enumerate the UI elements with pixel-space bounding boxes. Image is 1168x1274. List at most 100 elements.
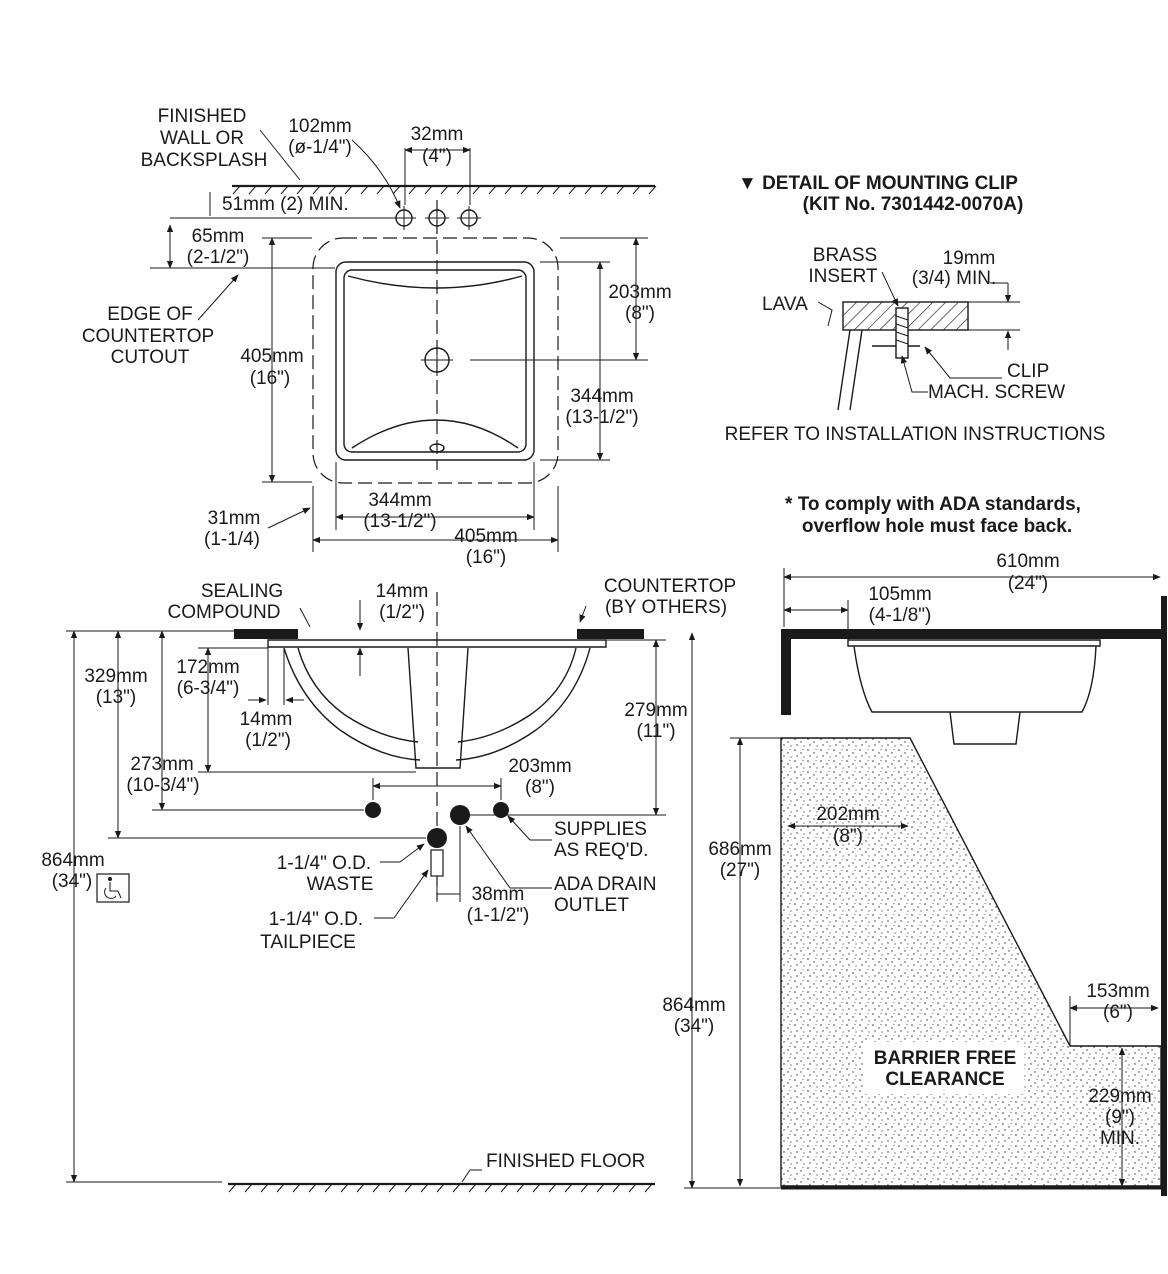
basin-front-curve (351, 419, 519, 449)
label-countertop-1: COUNTERTOP (604, 576, 736, 597)
dim-supply-height-mm: 273mm (130, 754, 193, 775)
dim-cutout-offset-mm: 65mm (192, 226, 245, 247)
label-countertop-2: (BY OTHERS) (605, 597, 727, 618)
dim-knee-depth-in: (8") (833, 826, 863, 847)
ada-note-2: overflow hole must face back. (802, 516, 1072, 537)
dim-supply-height-in: (10-3/4") (126, 775, 199, 796)
label-tailpiece-1: 1-1/4" O.D. (269, 909, 363, 930)
dim-rim-mm: 31mm (208, 508, 261, 529)
dim-clip-min-mm: 19mm (943, 248, 996, 269)
label-finished-floor: FINISHED FLOOR (486, 1151, 645, 1172)
dim-floor-height-mm: 864mm (41, 850, 104, 871)
supply-left (365, 802, 381, 818)
dim-rim-in: (1-1/4) (204, 529, 260, 550)
label-supplies-2: AS REQ'D. (554, 840, 648, 861)
tailpiece (430, 849, 444, 877)
clip-title: ▼ DETAIL OF MOUNTING CLIP (738, 173, 1018, 194)
label-tailpiece-2: TAILPIECE (260, 932, 356, 953)
dim-bowl-height-in: (6-3/4") (177, 678, 240, 699)
dim-overall-width-in: (16") (466, 547, 507, 568)
label-waste-2: WASTE (307, 874, 374, 895)
dim-tail-offset-in: (1-1/2") (467, 905, 530, 926)
supply-right (493, 802, 509, 818)
dim-toe-height-min: MIN. (1100, 1128, 1140, 1149)
label-ada-drain-1: ADA DRAIN (554, 874, 656, 895)
clip-detail: ▼ DETAIL OF MOUNTING CLIP (KIT No. 73014… (725, 173, 1106, 445)
dim-clip-min-in: (3/4) MIN. (912, 268, 996, 289)
dim-supply-spacing-mm: 203mm (508, 756, 571, 777)
side-sink-bowl (853, 645, 1097, 713)
label-sealing-1: SEALING (201, 581, 283, 602)
label-brass: BRASS (813, 245, 877, 266)
label-clearance-2: CLEARANCE (885, 1069, 1004, 1090)
basin-back-curve (347, 275, 523, 289)
side-view: 610mm (24") 105mm (4-1/8") 202mm (8") 68… (662, 551, 1167, 1196)
dim-knee-depth-mm: 202mm (816, 804, 879, 825)
side-apron (781, 629, 791, 715)
dim-side-floor-mm: 864mm (662, 995, 725, 1016)
dim-overall-height-mm: 279mm (624, 700, 687, 721)
label-supplies-1: SUPPLIES (554, 819, 647, 840)
dim-tail-offset-mm: 38mm (472, 884, 525, 905)
label-ada-drain-2: OUTLET (554, 895, 629, 916)
dim-knee-height-in: (27") (720, 860, 761, 881)
dim-drain-depth-in: (8") (625, 303, 655, 324)
dim-rim-thickness-in: (1/2") (245, 730, 291, 751)
label-sealing-2: COMPOUND (168, 602, 281, 623)
plan-view: FINISHED WALL OR BACKSPLASH 102mm (ø-1/4… (82, 106, 672, 568)
clip-kit: (KIT No. 7301442-0070A) (803, 194, 1024, 215)
dim-bowl-width-in: (13-1/2") (363, 511, 436, 532)
wheelchair-icon (96, 873, 130, 903)
dim-overall-width-mm: 405mm (454, 526, 517, 547)
wall-hatch (232, 185, 657, 195)
side-wall (1161, 596, 1167, 1196)
dim-overall-depth-mm: 405mm (240, 346, 303, 367)
dim-toe-depth-in: (6") (1103, 1002, 1133, 1023)
dim-supply-spacing-in: (8") (525, 777, 555, 798)
dim-deck-in: (1/2") (379, 602, 425, 623)
dim-spacing-in: (4") (422, 146, 452, 167)
label-edge-1: EDGE OF (107, 304, 193, 325)
label-insert: INSERT (808, 266, 878, 287)
label-waste-1: 1-1/4" O.D. (277, 853, 371, 874)
dim-front-offset-in: (4-1/8") (869, 605, 932, 626)
ada-note-1: * To comply with ADA standards, (785, 494, 1081, 515)
dim-min-setback: 51mm (2) MIN. (222, 194, 349, 215)
side-sink-rim (847, 639, 1101, 647)
dim-bowl-depth-in: (13-1/2") (565, 407, 638, 428)
dim-drain-depth-mm: 203mm (608, 282, 671, 303)
countertop-left (234, 629, 298, 639)
dim-faucet-hole-in: (ø-1/4") (288, 137, 352, 158)
dim-side-depth-in: (24") (1008, 573, 1049, 594)
basin-outer (335, 261, 535, 461)
dim-front-offset-mm: 105mm (868, 584, 931, 605)
dim-overall-height-in: (11") (636, 721, 675, 742)
label-finished-wall-1: FINISHED (158, 106, 247, 127)
label-edge-3: CUTOUT (111, 347, 190, 368)
dim-toe-depth-mm: 153mm (1086, 981, 1149, 1002)
label-lava: LAVA (762, 294, 808, 315)
label-finished-wall-3: BACKSPLASH (141, 150, 268, 171)
dim-cutout-offset-in: (2-1/2") (187, 247, 250, 268)
basin-inner (343, 269, 527, 453)
dim-bowl-width-mm: 344mm (368, 490, 431, 511)
dim-overall-depth-in: (16") (250, 368, 291, 389)
dim-bowl-height-mm: 172mm (176, 657, 239, 678)
label-refer: REFER TO INSTALLATION INSTRUCTIONS (725, 424, 1106, 445)
side-countertop (781, 629, 1167, 639)
dim-deck-mm: 14mm (376, 581, 429, 602)
dim-bowl-depth-mm: 344mm (570, 386, 633, 407)
label-clip: CLIP (1007, 361, 1049, 382)
front-view: SEALING COMPOUND COUNTERTOP (BY OTHERS) … (41, 576, 736, 1193)
bowl-center (407, 647, 469, 769)
dim-faucet-hole-mm: 102mm (288, 116, 351, 137)
dim-rough-in-mm: 329mm (84, 666, 147, 687)
label-clearance-1: BARRIER FREE (874, 1048, 1017, 1069)
lava-body (837, 329, 863, 411)
waste (427, 828, 447, 848)
dim-knee-height-mm: 686mm (708, 839, 771, 860)
ada-drain (450, 805, 470, 825)
label-screw: MACH. SCREW (928, 382, 1065, 403)
bowl-left (283, 647, 421, 761)
